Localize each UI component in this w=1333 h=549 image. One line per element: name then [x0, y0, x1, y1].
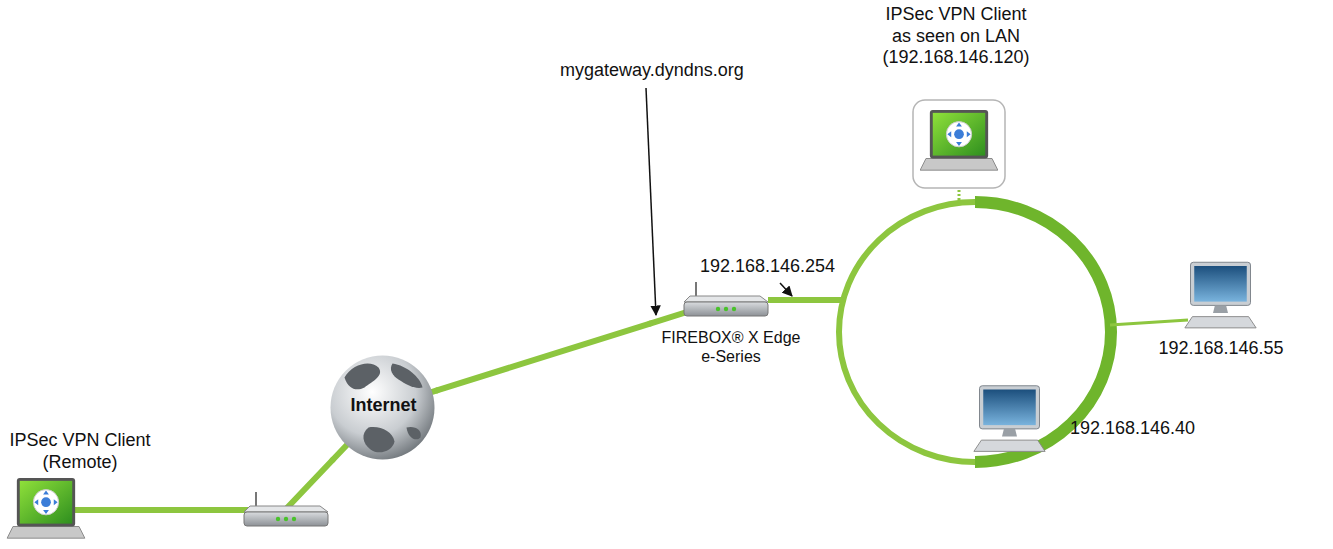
node-label: IPSec VPN Client (Remote) — [6, 430, 154, 473]
address-label: 192.168.146.254 — [700, 256, 835, 278]
lan-client-frame — [920, 110, 998, 170]
internet-globe — [391, 364, 423, 388]
node-label: IPSec VPN Client as seen on LAN (192.168… — [877, 4, 1035, 69]
internet-globe — [363, 427, 394, 452]
node-label: FIREBOX® X Edge e-Series — [654, 328, 808, 366]
network-link — [156, 460, 333, 510]
remote-laptop-icon — [7, 478, 85, 538]
lan-client-frame — [913, 100, 1005, 188]
workstation-node: 192.168.146.40 — [965, 378, 1202, 466]
address-label: mygateway.dyndns.org — [560, 60, 744, 82]
node-label: Internet — [332, 395, 435, 417]
lan-client-node: IPSec VPN Client as seen on LAN (192.168… — [875, 0, 1037, 196]
internet-node: Internet — [330, 355, 437, 460]
firewall-node: FIREBOX® X Edge e-Series — [650, 280, 812, 392]
internet-globe — [345, 363, 381, 389]
firebox-icon — [684, 282, 768, 316]
desktop-icon — [974, 386, 1045, 452]
lan-stub — [958, 190, 961, 203]
workstation-node: 192.168.146.55 — [1140, 258, 1302, 368]
internet-globe — [331, 356, 435, 460]
internet-globe — [407, 427, 421, 439]
lan-stub — [1110, 320, 1188, 325]
leader-arrow — [780, 283, 792, 296]
network-link — [437, 324, 650, 391]
vpn-client-node: IPSec VPN Client (Remote) — [4, 428, 156, 546]
node-label: 192.168.146.40 — [1070, 418, 1200, 440]
desktop-icon — [1185, 262, 1256, 328]
leader-arrow — [646, 88, 656, 315]
lan-link — [768, 297, 844, 303]
node-label: 192.168.146.55 — [1142, 338, 1300, 360]
internet-globe — [331, 356, 435, 460]
remote-router-icon — [244, 492, 328, 526]
lan-client-frame — [913, 100, 1005, 188]
